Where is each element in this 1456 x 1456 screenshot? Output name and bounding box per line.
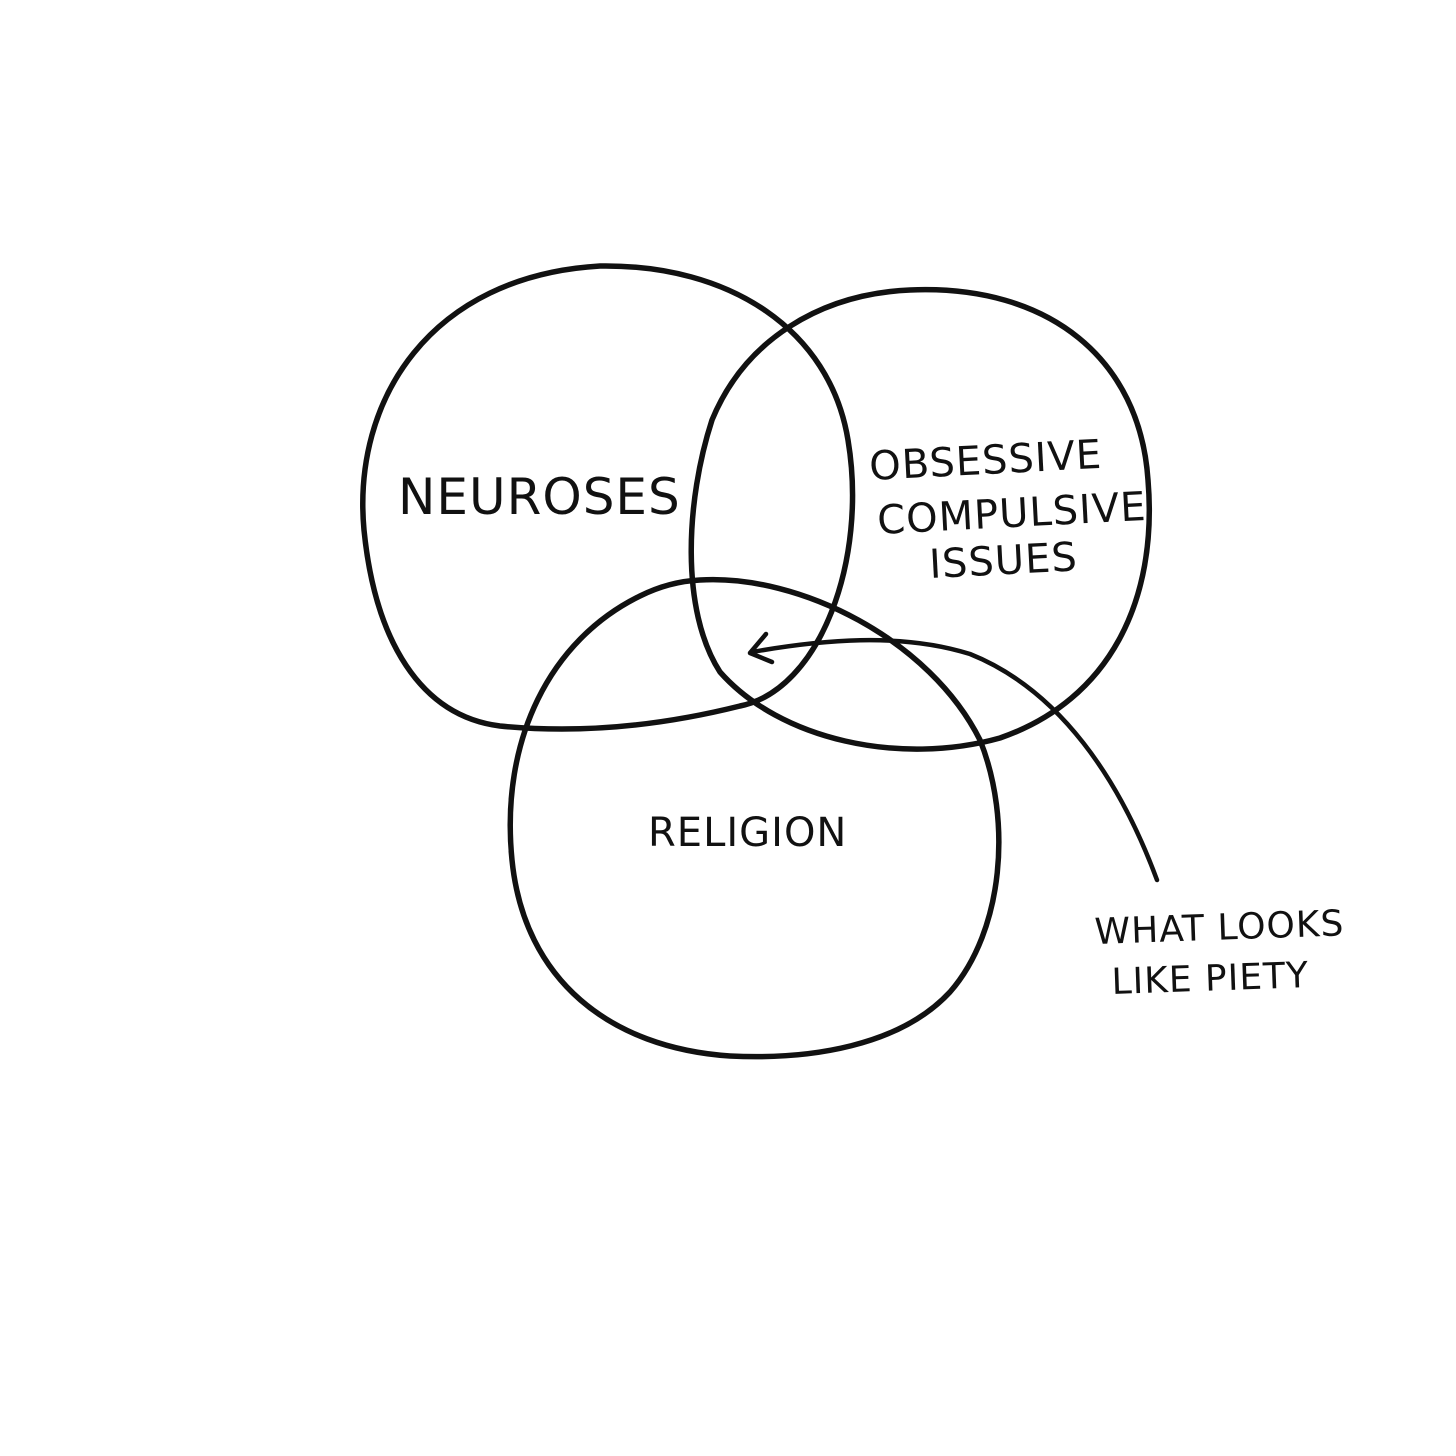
piety-label-line2: LIKE PIETY: [1111, 955, 1310, 1003]
neuroses-circle: [360, 263, 856, 732]
obsessive-label-line1: OBSESSIVE: [868, 432, 1103, 490]
neuroses-label: NEUROSES: [398, 468, 681, 526]
annotation-arrow: [749, 637, 1160, 883]
arrow-head-icon: [747, 631, 775, 665]
piety-label-line1: WHAT LOOKS: [1094, 903, 1345, 953]
religion-circle: [507, 576, 1002, 1060]
obsessive-label-line2: COMPULSIVE: [876, 484, 1147, 544]
obsessive-label-line3: ISSUES: [928, 534, 1079, 588]
religion-label: RELIGION: [648, 810, 847, 856]
obsessive-circle: [688, 286, 1152, 752]
